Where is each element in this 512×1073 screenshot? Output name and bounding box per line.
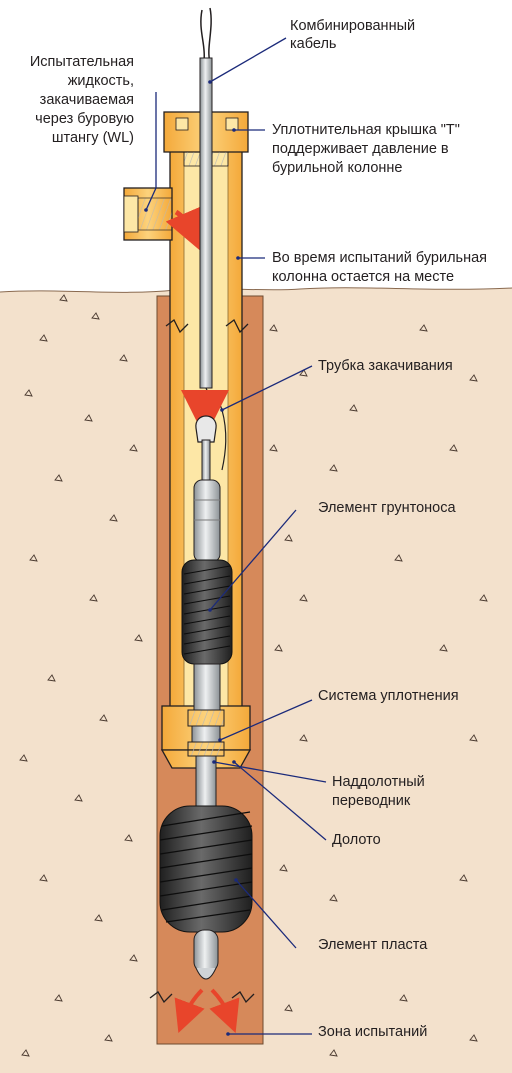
label-seal-cap: Уплотнительная крышка "T" поддерживает д… <box>272 122 460 176</box>
test-zone-break-left <box>149 991 173 1004</box>
label-bit-sub-line2: переводник <box>332 793 411 809</box>
label-drill-string-line2: колонна остается на месте <box>272 269 454 285</box>
outflow-arrow-right <box>209 988 240 1033</box>
inflow-arrow <box>165 205 203 251</box>
label-test-fluid-line4: через буровую <box>35 111 134 127</box>
label-bit-sub: Наддолотный переводник <box>332 774 425 809</box>
label-drill-string: Во время испытаний бурильная колонна ост… <box>272 250 487 285</box>
label-test-fluid-line1: Испытательная <box>30 54 134 70</box>
label-seal-cap-line3: бурильной колонне <box>272 160 402 176</box>
label-bit-sub-line1: Наддолотный <box>332 774 425 790</box>
label-formation-element: Элемент пласта <box>318 937 428 953</box>
combined-cable <box>199 7 213 389</box>
outflow-arrow-left <box>174 988 205 1033</box>
label-test-fluid: Испытательная жидкость, закачиваемая чер… <box>30 54 134 146</box>
label-drill-string-line1: Во время испытаний бурильная <box>272 250 487 266</box>
label-seal-cap-line2: поддерживает давление в <box>272 141 449 157</box>
test-zone-break-right <box>231 991 255 1004</box>
label-combined-cable-line2: кабель <box>290 36 336 52</box>
seal-system <box>187 709 225 757</box>
label-seal-cap-line1: Уплотнительная крышка "T" <box>272 122 460 138</box>
label-test-fluid-line3: закачиваемая <box>40 92 134 108</box>
soil-speckles <box>19 294 488 1057</box>
label-combined-cable-line1: Комбинированный <box>290 18 415 34</box>
label-test-fluid-line2: жидкость, <box>68 73 134 89</box>
formation-packer <box>159 805 253 980</box>
label-test-fluid-line5: штангу (WL) <box>52 130 134 146</box>
label-seal-system: Система уплотнения <box>318 688 459 704</box>
label-test-zone: Зона испытаний <box>318 1024 427 1040</box>
leader-lines <box>144 37 327 1036</box>
label-injection-tube: Трубка закачивания <box>318 358 453 374</box>
label-soil-sampler: Элемент грунтоноса <box>318 500 456 516</box>
bit-sub <box>195 755 217 809</box>
sampler-element <box>181 479 233 711</box>
ground-surface <box>0 287 512 293</box>
label-combined-cable: Комбинированный кабель <box>290 18 415 52</box>
label-bit: Долото <box>332 832 381 848</box>
